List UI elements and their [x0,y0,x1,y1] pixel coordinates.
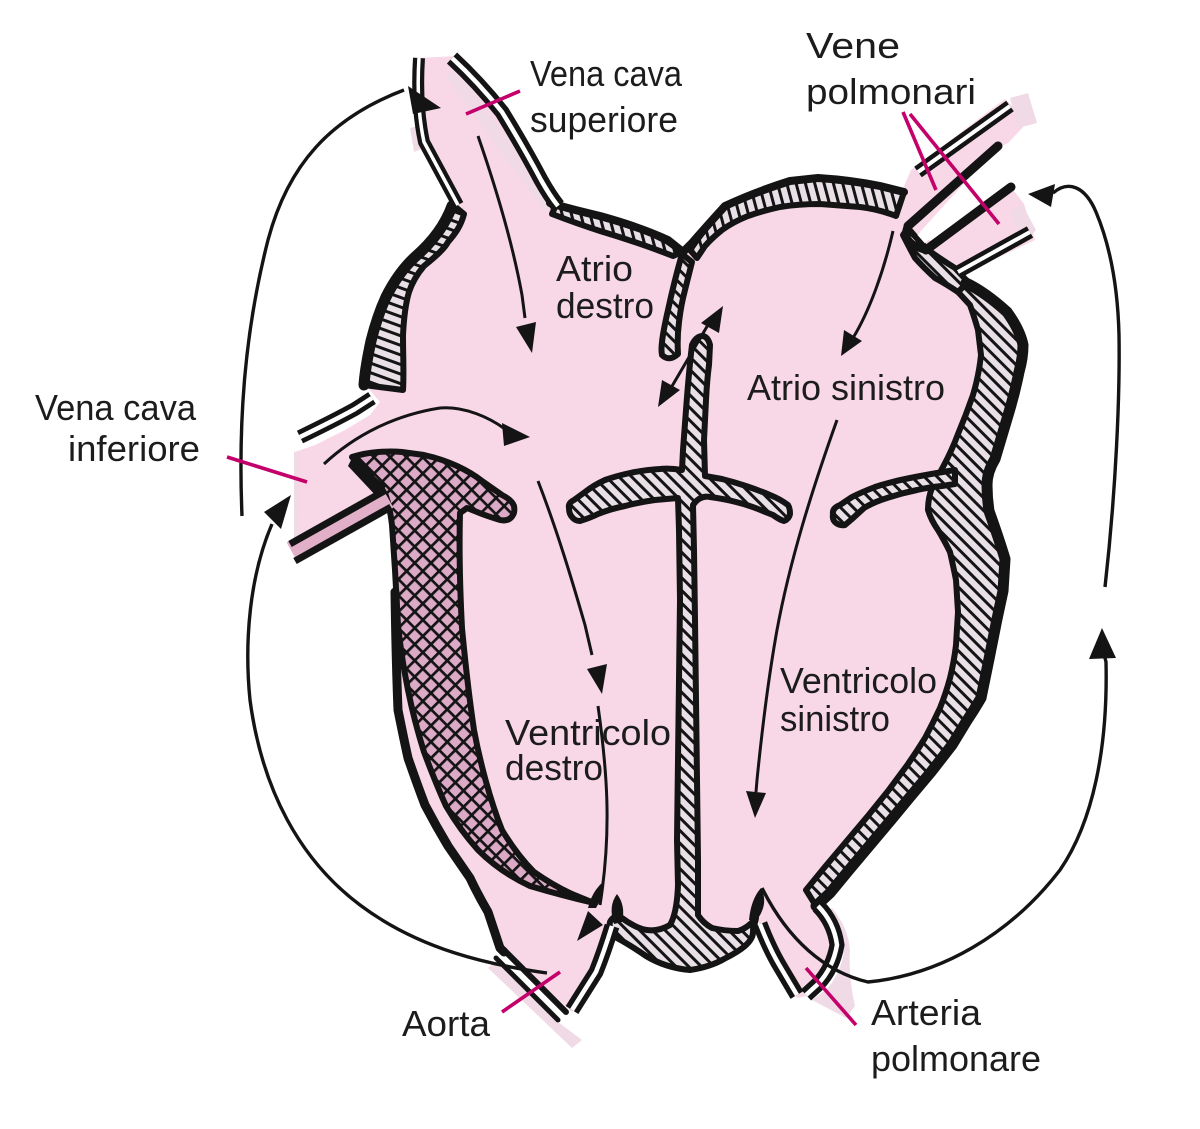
svg-text:polmonare: polmonare [871,1038,1041,1079]
svg-text:Ventricolo: Ventricolo [505,712,671,753]
svg-text:Vena cava: Vena cava [35,387,197,428]
svg-text:inferiore: inferiore [68,428,200,469]
svg-text:destro: destro [556,285,654,326]
svg-text:sinistro: sinistro [780,698,890,739]
svg-text:Atrio sinistro: Atrio sinistro [747,367,945,408]
svg-text:Atrio: Atrio [556,248,633,289]
svg-text:polmonari: polmonari [806,71,976,112]
svg-text:Ventricolo: Ventricolo [780,660,937,701]
svg-text:superiore: superiore [530,99,678,140]
svg-text:Aorta: Aorta [402,1003,491,1044]
svg-text:Vene: Vene [806,25,900,66]
svg-text:Arteria: Arteria [871,992,982,1033]
svg-text:Vena cava: Vena cava [530,53,683,94]
svg-text:destro: destro [505,747,603,788]
